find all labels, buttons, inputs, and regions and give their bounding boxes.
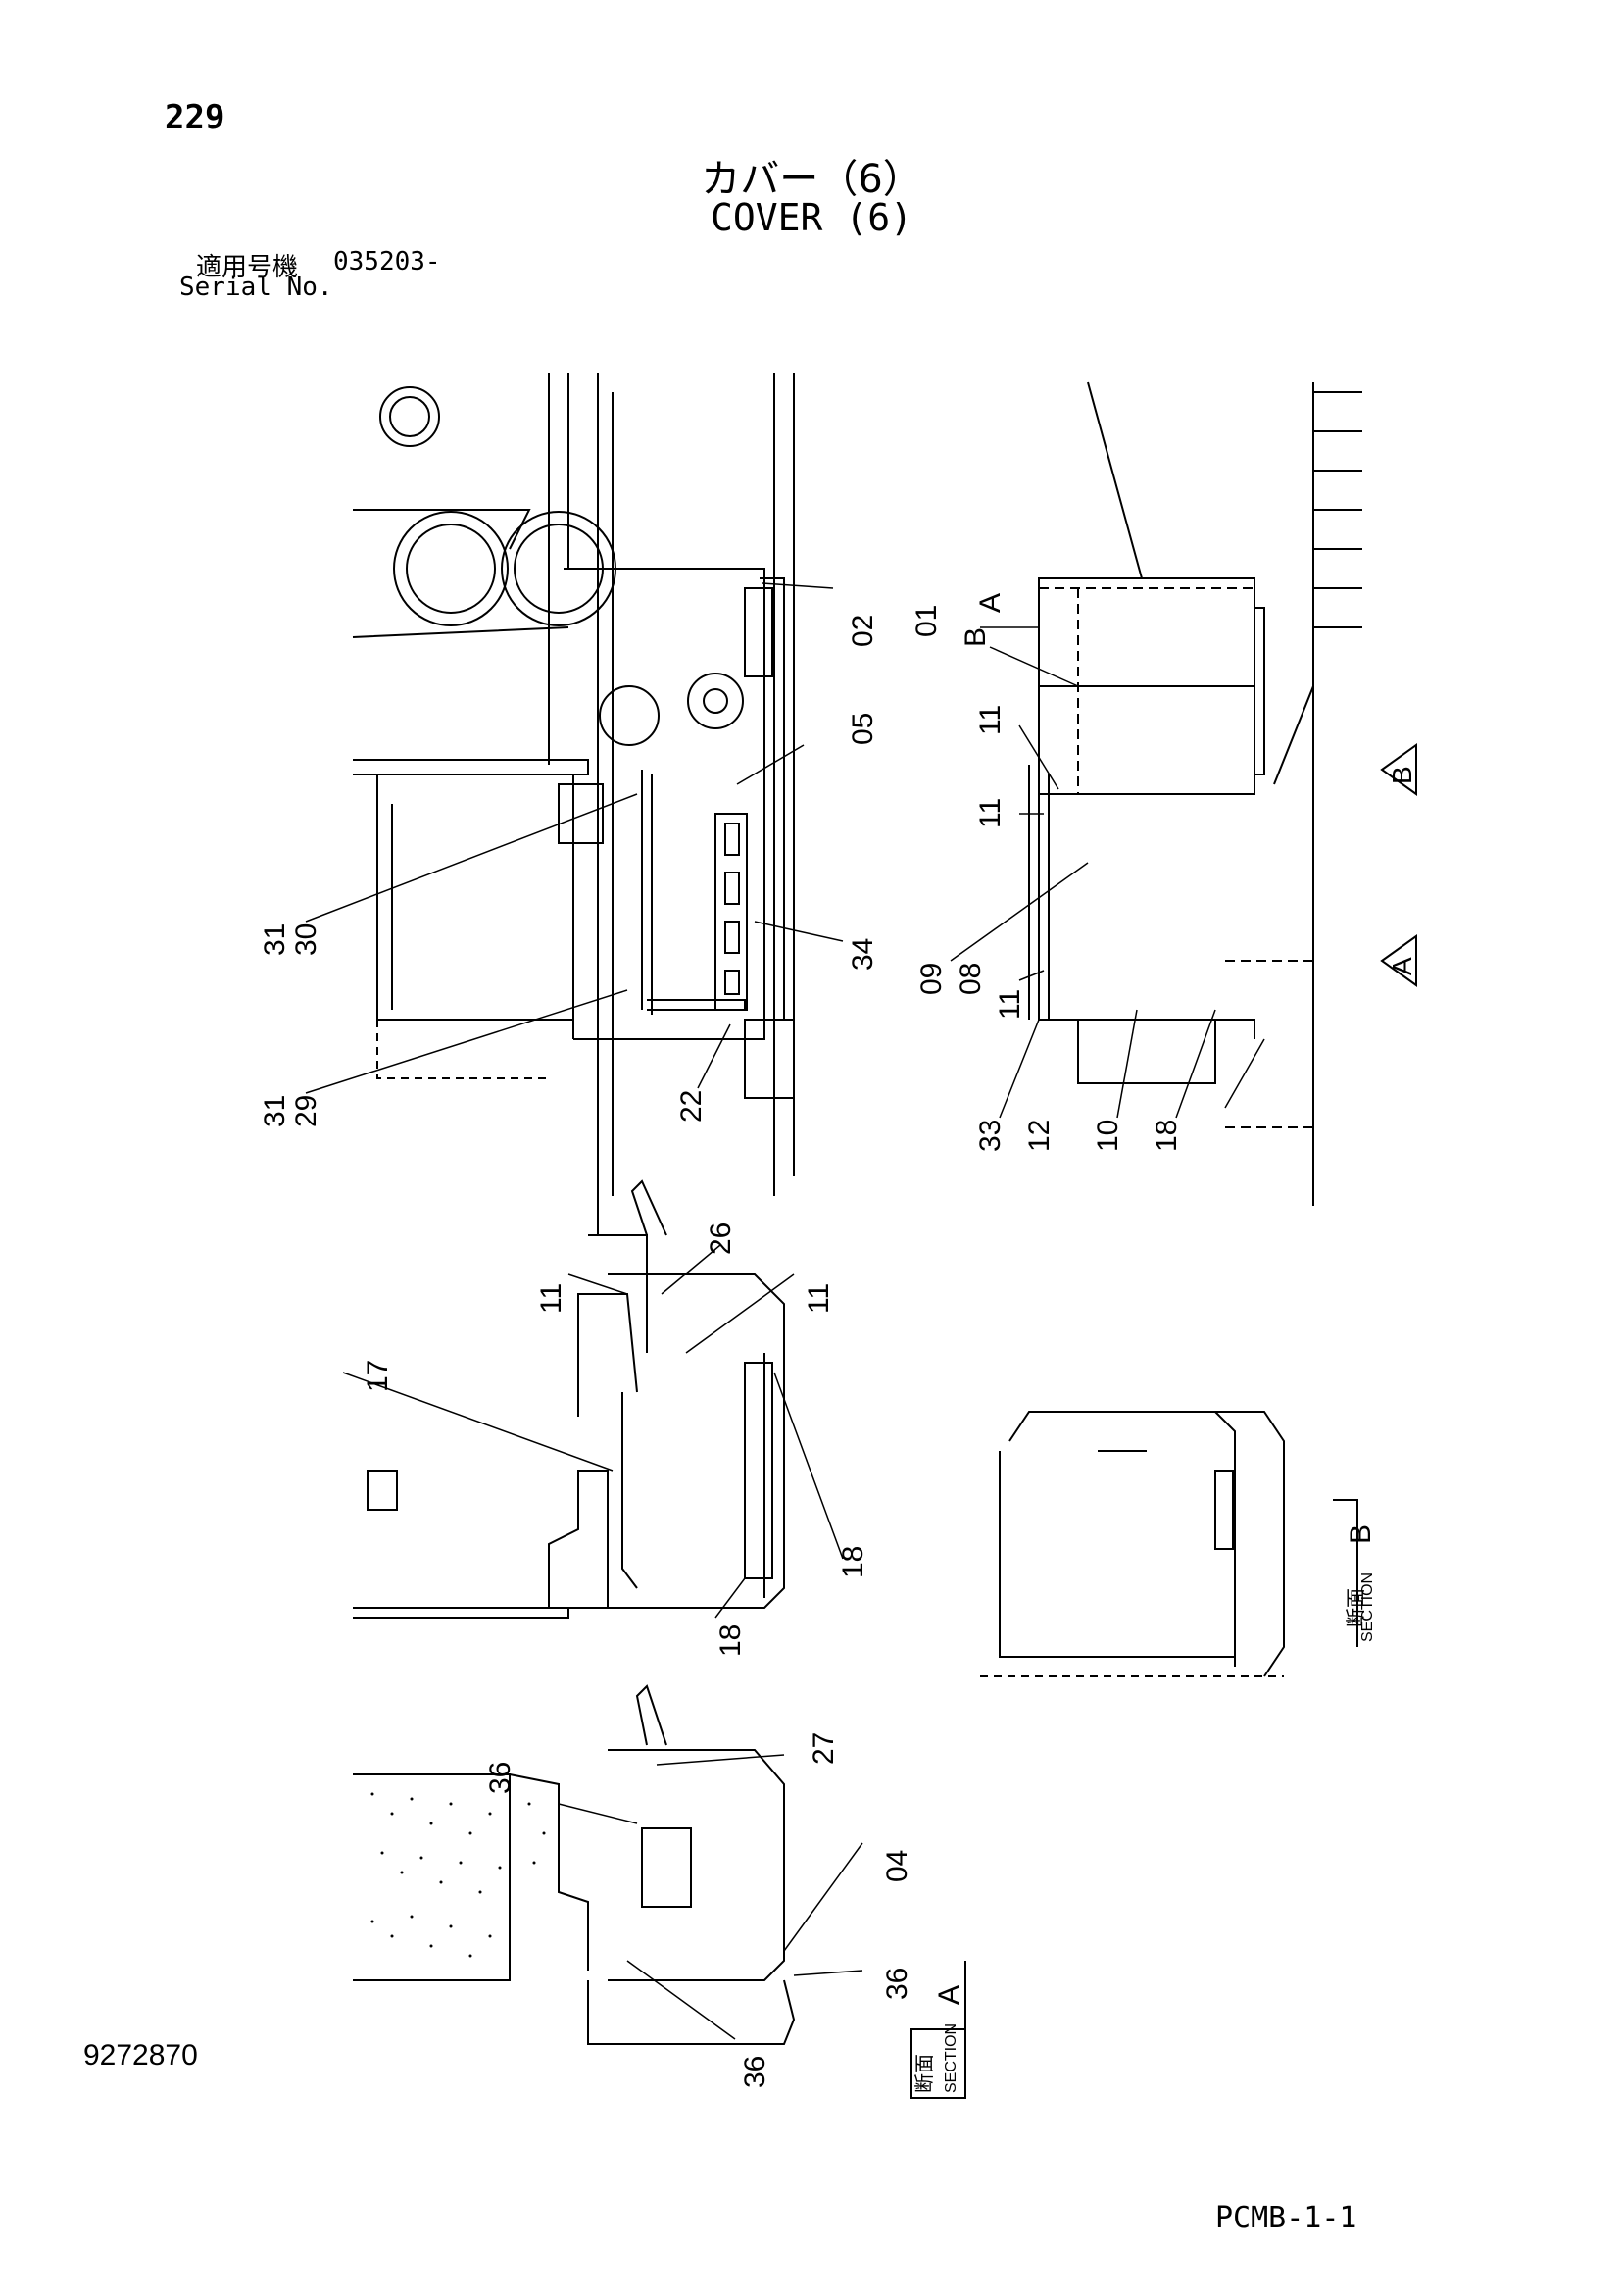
callout-11-c: 11 bbox=[994, 989, 1026, 1020]
sheet-code: PCMB-1-1 bbox=[1215, 2201, 1357, 2235]
title-english: COVER (6) bbox=[711, 196, 912, 239]
callout-09: 09 bbox=[915, 963, 948, 995]
callout-29: 29 bbox=[290, 1095, 322, 1127]
callout-30: 30 bbox=[290, 923, 322, 956]
callout-12: 12 bbox=[1023, 1120, 1056, 1152]
serial-value: 035203- bbox=[333, 247, 441, 276]
callout-22: 22 bbox=[675, 1090, 708, 1123]
callout-11-e: 11 bbox=[803, 1283, 835, 1314]
section-a-box bbox=[910, 1961, 966, 2099]
callout-36-upper: 36 bbox=[484, 1762, 516, 1794]
top-left-view bbox=[352, 373, 795, 1235]
callout-05: 05 bbox=[847, 713, 879, 745]
middle-left-view bbox=[353, 1179, 785, 1619]
callout-11-d: 11 bbox=[535, 1283, 567, 1314]
callout-31-lower: 31 bbox=[259, 1095, 291, 1127]
section-b-kanji: 断面 bbox=[1345, 1588, 1367, 1627]
callout-18-a: 18 bbox=[1151, 1120, 1183, 1152]
callout-33: 33 bbox=[974, 1120, 1007, 1152]
callout-08: 08 bbox=[955, 963, 987, 995]
callout-18-c: 18 bbox=[714, 1624, 747, 1657]
callout-34: 34 bbox=[847, 938, 879, 971]
serial-label-english: Serial No. bbox=[179, 273, 333, 302]
callout-27: 27 bbox=[808, 1732, 840, 1765]
callout-26: 26 bbox=[705, 1223, 737, 1255]
section-a-word: SECTION bbox=[943, 2023, 959, 2093]
callout-11-b: 11 bbox=[974, 798, 1007, 828]
section-a-kanji: 断面 bbox=[913, 2054, 936, 2093]
top-right-view bbox=[1028, 381, 1362, 1206]
view-marker-a-arrow bbox=[1380, 934, 1417, 987]
callout-11-a: 11 bbox=[974, 705, 1007, 735]
callout-18-b: 18 bbox=[837, 1546, 869, 1578]
bottom-left-view bbox=[353, 1684, 796, 2045]
section-b-box bbox=[1333, 1499, 1358, 1578]
serial-label-japanese: 適用号機 bbox=[196, 253, 299, 282]
leader-lines bbox=[305, 582, 1265, 2040]
callout-36-right: 36 bbox=[881, 1968, 913, 2000]
view-marker-b-arrow bbox=[1380, 743, 1417, 796]
callout-17: 17 bbox=[362, 1360, 394, 1392]
callout-labels: 02 05 01 A B 31 30 34 31 29 22 11 11 09 … bbox=[259, 593, 1417, 2093]
callout-01: 01 bbox=[910, 605, 943, 637]
section-a-letter: A bbox=[933, 1985, 965, 2005]
view-marker-a-label: A bbox=[1387, 957, 1417, 975]
title-japanese: カバー（6） bbox=[701, 157, 922, 202]
stipple-texture bbox=[370, 1792, 546, 1958]
section-b-word: SECTION bbox=[1359, 1572, 1376, 1642]
middle-right-view bbox=[980, 1411, 1285, 1677]
callout-31-upper: 31 bbox=[259, 923, 291, 956]
page-number: 229 bbox=[165, 98, 225, 137]
callout-04: 04 bbox=[881, 1850, 913, 1882]
section-b-letter: B bbox=[1345, 1524, 1377, 1544]
callout-A-top: A bbox=[974, 593, 1007, 613]
view-marker-b-label: B bbox=[1387, 766, 1417, 784]
callout-36-bottom: 36 bbox=[739, 2056, 771, 2088]
document-number: 9272870 bbox=[83, 2039, 198, 2071]
callout-B-top: B bbox=[959, 627, 992, 647]
callout-10: 10 bbox=[1092, 1120, 1124, 1152]
callout-02: 02 bbox=[847, 615, 879, 647]
